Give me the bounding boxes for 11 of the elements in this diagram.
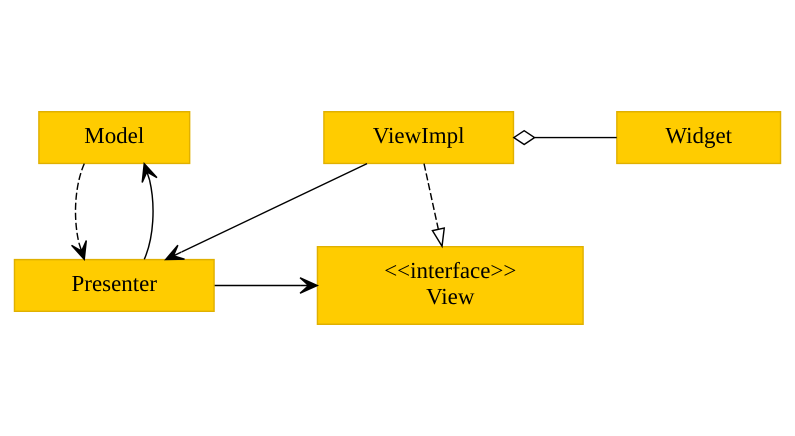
node-box: Presenter <box>14 258 215 312</box>
node-box: ViewImpl <box>323 111 514 164</box>
arrow <box>164 162 368 260</box>
arrow <box>214 277 318 294</box>
arrow <box>70 163 88 260</box>
arrow <box>423 163 446 248</box>
node-box: Model <box>38 111 190 164</box>
arrow <box>141 162 158 260</box>
node-box: <<interface>> View <box>316 246 584 325</box>
node-box: Widget <box>616 111 782 164</box>
connector <box>512 130 617 146</box>
